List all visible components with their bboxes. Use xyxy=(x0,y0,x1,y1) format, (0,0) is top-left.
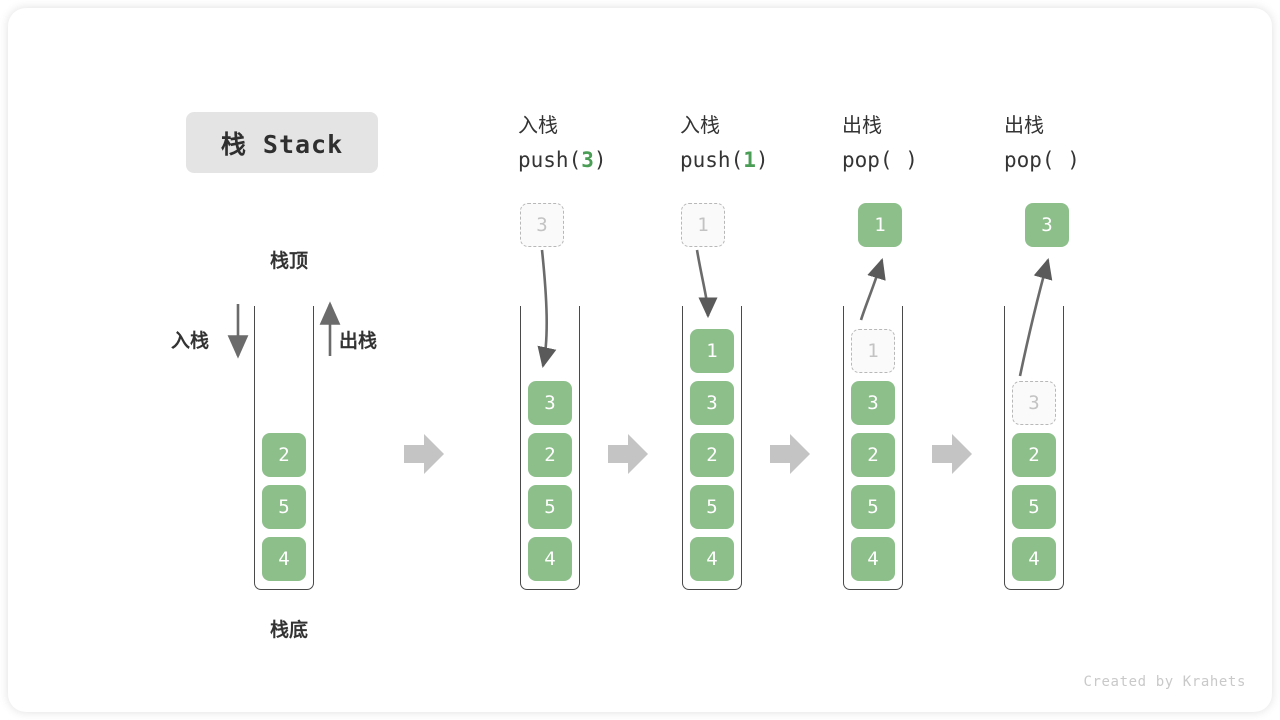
stack-container-push-1 xyxy=(682,306,742,590)
title-badge-label: 栈 Stack xyxy=(220,129,344,159)
stack-container-push-3 xyxy=(520,306,580,590)
stack-cell: 3 xyxy=(851,381,895,425)
stack-cell: 5 xyxy=(690,485,734,529)
column-header-code-post: ) xyxy=(593,148,607,172)
stack-cell: 4 xyxy=(528,537,572,581)
stack-cell: 4 xyxy=(1012,537,1056,581)
step-separator-arrow xyxy=(608,434,648,474)
floating-cell-popped: 3 xyxy=(1025,203,1069,247)
stack-cell: 2 xyxy=(1012,433,1056,477)
stack-cell: 5 xyxy=(262,485,306,529)
step-separator-arrow xyxy=(404,434,444,474)
column-header-pop-1: 出栈 pop( ) xyxy=(842,108,918,178)
push-direction-label: 入栈 xyxy=(171,330,210,352)
title-badge: 栈 Stack xyxy=(186,112,378,173)
stack-cell: 5 xyxy=(851,485,895,529)
column-header-pop-3: 出栈 pop( ) xyxy=(1004,108,1080,178)
footer-credit: Created by Krahets xyxy=(1083,674,1246,690)
stack-cell: 2 xyxy=(528,433,572,477)
stack-top-label: 栈顶 xyxy=(269,250,308,272)
stack-cell-ghost: 1 xyxy=(851,329,895,373)
stack-cell: 3 xyxy=(690,381,734,425)
floating-cell-ghost: 1 xyxy=(681,203,725,247)
diagram-stage: 栈 Stack 栈顶 入栈 出栈 2 5 4 栈底 入栈 push(3) 3 3… xyxy=(8,8,1272,712)
stack-cell: 2 xyxy=(690,433,734,477)
stack-cell: 4 xyxy=(262,537,306,581)
column-header-push-3: 入栈 push(3) xyxy=(518,108,607,178)
stack-cell: 5 xyxy=(528,485,572,529)
floating-cell-popped: 1 xyxy=(858,203,902,247)
column-header-code-post: ) xyxy=(755,148,769,172)
stack-container-pop-3 xyxy=(1004,306,1064,590)
stack-cell-ghost: 3 xyxy=(1012,381,1056,425)
step-separator-arrow xyxy=(770,434,810,474)
stack-container-initial xyxy=(254,306,314,590)
stack-cell: 2 xyxy=(262,433,306,477)
stack-cell: 3 xyxy=(528,381,572,425)
floating-cell-ghost: 3 xyxy=(520,203,564,247)
stack-cell: 4 xyxy=(690,537,734,581)
column-header-code-pre: pop( xyxy=(1004,148,1055,172)
column-header-code-pre: push( xyxy=(518,148,582,172)
column-header-code-value: 1 xyxy=(743,148,756,172)
column-header-push-1: 入栈 push(1) xyxy=(680,108,769,178)
stack-cell: 5 xyxy=(1012,485,1056,529)
column-header-cn: 入栈 xyxy=(518,113,558,137)
column-header-code-value: 3 xyxy=(581,148,594,172)
pop-direction-label: 出栈 xyxy=(339,330,378,352)
step-separator-arrow xyxy=(932,434,972,474)
column-header-cn: 出栈 xyxy=(842,113,882,137)
column-header-code-pre: pop( xyxy=(842,148,893,172)
column-header-cn: 出栈 xyxy=(1004,113,1044,137)
stack-cell: 4 xyxy=(851,537,895,581)
column-header-code-post: ) xyxy=(1054,148,1080,172)
column-header-code-post: ) xyxy=(892,148,918,172)
stack-bottom-label: 栈底 xyxy=(269,619,308,641)
stack-container-pop-1 xyxy=(843,306,903,590)
column-header-cn: 入栈 xyxy=(680,113,720,137)
stack-cell: 1 xyxy=(690,329,734,373)
stack-cell: 2 xyxy=(851,433,895,477)
figure-card: 栈 Stack 栈顶 入栈 出栈 2 5 4 栈底 入栈 push(3) 3 3… xyxy=(8,8,1272,712)
column-header-code-pre: push( xyxy=(680,148,744,172)
